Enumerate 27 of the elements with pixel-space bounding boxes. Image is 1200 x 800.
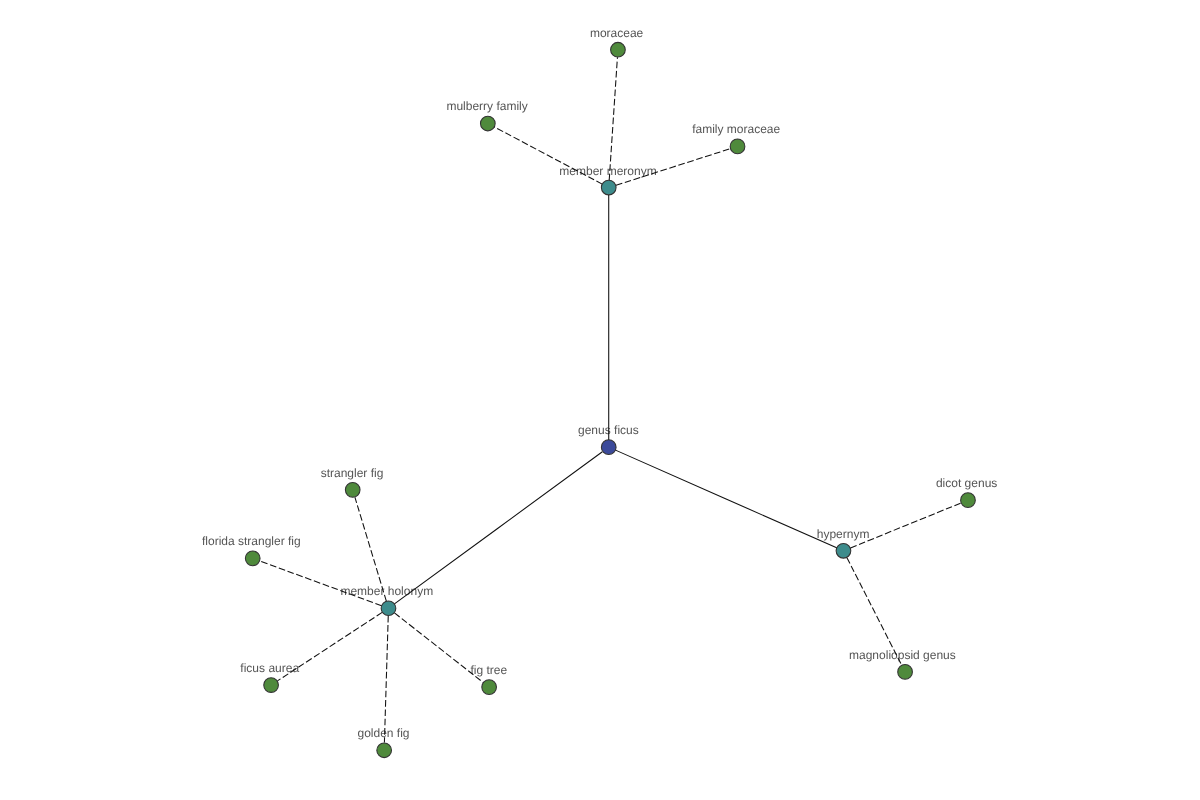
connector	[353, 496, 386, 602]
connector	[275, 611, 382, 682]
node-circle	[728, 138, 745, 155]
connector	[607, 194, 609, 441]
node-circle	[480, 679, 496, 695]
connector	[392, 612, 483, 684]
connector	[392, 451, 602, 605]
node-circle	[599, 439, 616, 455]
connector	[614, 148, 730, 186]
node-circle	[478, 115, 495, 132]
node-circle	[343, 482, 360, 498]
node-circle	[599, 179, 616, 196]
node-circle	[609, 41, 625, 58]
connector	[613, 449, 837, 549]
connector	[382, 615, 388, 744]
node-circle	[896, 664, 912, 680]
connector	[607, 56, 617, 181]
node-circle	[959, 492, 975, 509]
node-circle	[834, 542, 851, 559]
node-circle	[375, 742, 392, 759]
node-circle	[243, 550, 260, 567]
connector	[258, 560, 382, 607]
connector	[845, 557, 901, 666]
node-circle	[262, 677, 278, 693]
connector	[492, 126, 602, 185]
node-circle	[379, 600, 396, 617]
connector	[848, 502, 961, 549]
